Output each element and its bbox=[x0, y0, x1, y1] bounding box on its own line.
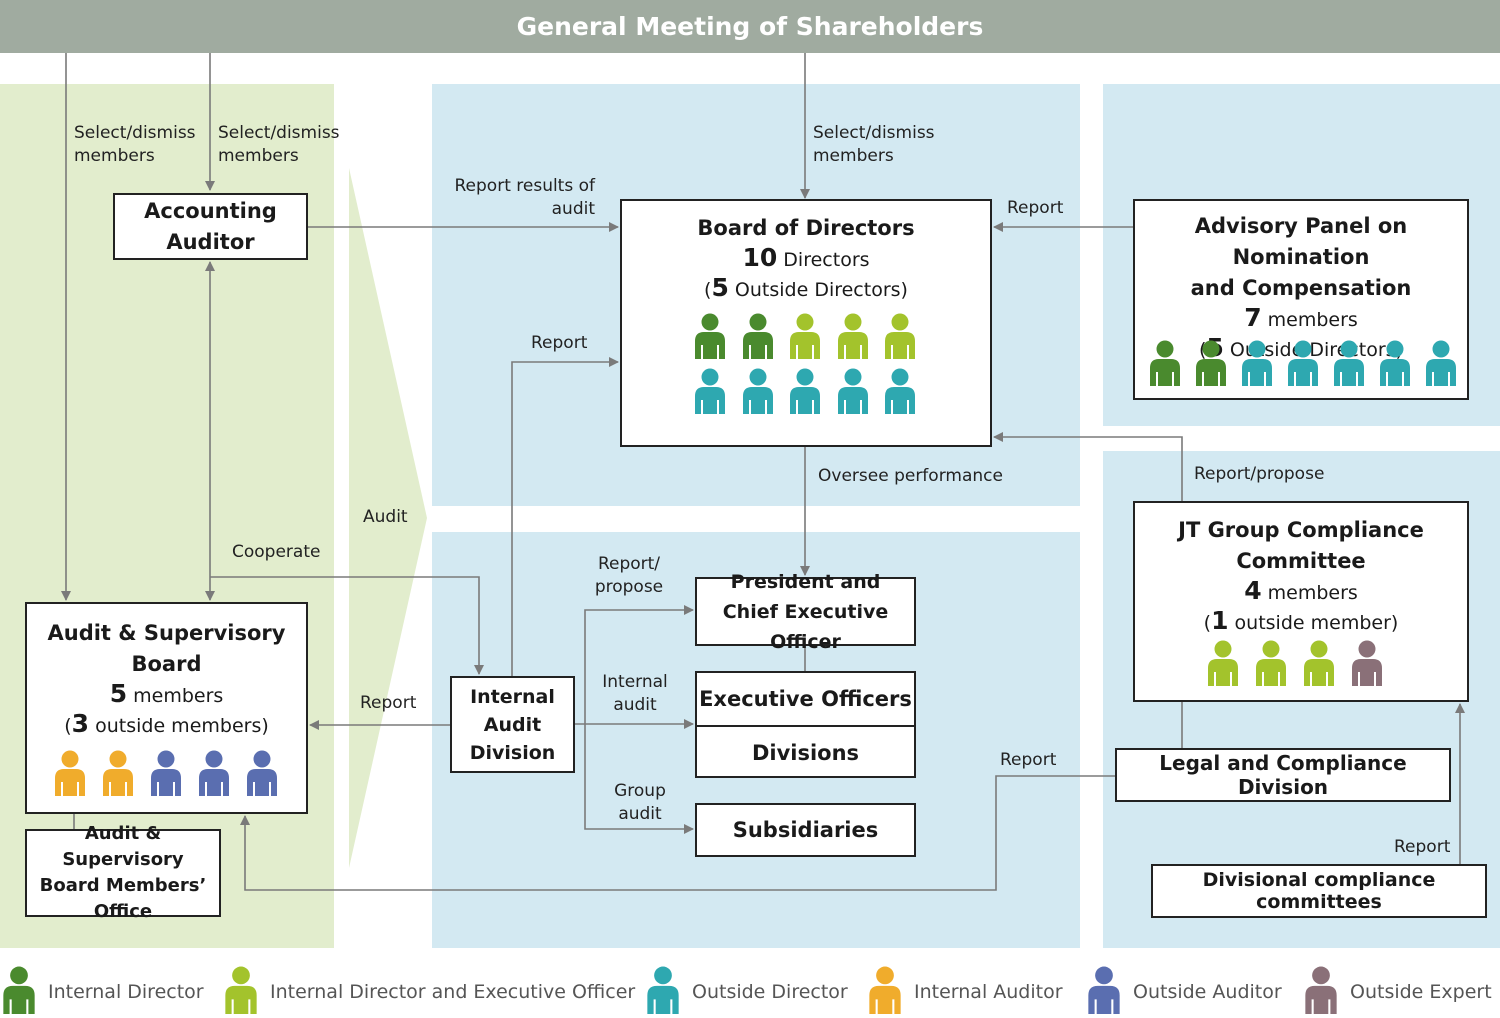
person-icon bbox=[1085, 966, 1123, 1018]
legend-label: Outside Auditor bbox=[1133, 981, 1282, 1003]
advisory-person-icon bbox=[1147, 340, 1183, 390]
legend-item: Internal Auditor bbox=[866, 966, 1063, 1018]
board-person-icon bbox=[835, 313, 871, 363]
president-ceo-box: President and Chief Executive Officer bbox=[695, 571, 916, 653]
compliance-outside: (1 outside member) bbox=[1203, 606, 1399, 635]
audit-board-person-icon bbox=[100, 750, 136, 800]
legal-report-line bbox=[240, 775, 1115, 891]
compliance-person-icon bbox=[1349, 640, 1385, 690]
cooperate-label: Cooperate bbox=[232, 542, 321, 562]
audit-board-office-box: Audit & Supervisory Board Members’ Offic… bbox=[25, 823, 221, 922]
legend-label: Outside Director bbox=[692, 981, 848, 1003]
accounting-auditor-box: Accounting Auditor bbox=[113, 193, 308, 260]
legend-label: Internal Auditor bbox=[914, 981, 1063, 1003]
board-outside: (5 Outside Directors) bbox=[704, 273, 908, 302]
compliance-report-label: Report/propose bbox=[1194, 464, 1325, 484]
audit-board-person-icon bbox=[148, 750, 184, 800]
executive-officers: Executive Officers bbox=[697, 673, 914, 727]
board-person-icon bbox=[835, 368, 871, 418]
advisory-person-icon bbox=[1331, 340, 1367, 390]
legend-item: Outside Auditor bbox=[1085, 966, 1282, 1018]
oversee-label: Oversee performance bbox=[818, 466, 1003, 486]
advisory-person-icon bbox=[1193, 340, 1229, 390]
advisory-report-label: Report bbox=[1007, 198, 1064, 218]
internal-audit-division-box: Internal Audit Division bbox=[450, 676, 575, 773]
audit-board-person-icon bbox=[244, 750, 280, 800]
general-meeting-banner: General Meeting of Shareholders bbox=[0, 0, 1500, 53]
subsidiaries-box: Subsidiaries bbox=[695, 803, 916, 857]
person-icon bbox=[1302, 966, 1340, 1018]
person-icon bbox=[222, 966, 260, 1018]
internal-report-label: Report bbox=[531, 333, 588, 353]
audit-board-outside: (3 outside members) bbox=[64, 709, 269, 738]
board-person-icon bbox=[787, 368, 823, 418]
advisory-person-icon bbox=[1423, 340, 1459, 390]
board-person-icon bbox=[740, 313, 776, 363]
cooperate-line bbox=[210, 576, 484, 675]
compliance-committee-box: JT Group Compliance Committee 4 members … bbox=[1133, 501, 1469, 702]
legend-item: Outside Director bbox=[644, 966, 848, 1018]
legal-compliance-division-box: Legal and Compliance Division bbox=[1115, 748, 1451, 802]
board-person-icon bbox=[787, 313, 823, 363]
compliance-person-icon bbox=[1205, 640, 1241, 690]
board-person-icon bbox=[692, 313, 728, 363]
person-icon bbox=[0, 966, 38, 1018]
legend-item: Outside Expert bbox=[1302, 966, 1492, 1018]
group-audit-line bbox=[584, 727, 694, 834]
board-person-icon bbox=[882, 368, 918, 418]
board-title: Board of Directors bbox=[697, 216, 915, 240]
compliance-person-icon bbox=[1253, 640, 1289, 690]
board-person-icon bbox=[740, 368, 776, 418]
report-propose-label: Report/propose bbox=[594, 554, 664, 597]
audit-board-person-icon bbox=[52, 750, 88, 800]
audit-board-person-icon bbox=[196, 750, 232, 800]
board-person-icon bbox=[882, 313, 918, 363]
advisory-person-icon bbox=[1377, 340, 1413, 390]
person-icon bbox=[644, 966, 682, 1018]
legend-label: Internal Director and Executive Officer bbox=[270, 981, 636, 1003]
board-person-icon bbox=[692, 368, 728, 418]
board-count: 10 Directors bbox=[742, 243, 870, 272]
audit-board-count: 5 members bbox=[109, 679, 224, 708]
legal-report-label: Report bbox=[1000, 750, 1057, 770]
legend-item: Internal Director and Executive Officer bbox=[222, 966, 635, 1018]
divisions: Divisions bbox=[751, 740, 860, 765]
compliance-count: 4 members bbox=[1244, 576, 1358, 605]
compliance-person-icon bbox=[1301, 640, 1337, 690]
person-icon bbox=[866, 966, 904, 1018]
divisional-compliance-box: Divisional compliance committees bbox=[1151, 864, 1487, 918]
advisory-person-icon bbox=[1239, 340, 1275, 390]
advisory-panel-box: Advisory Panel on Nomination and Compens… bbox=[1133, 199, 1469, 400]
advisory-count: 7 members bbox=[1244, 303, 1358, 332]
report-to-audit-board-label: Report bbox=[360, 693, 417, 713]
audit-label: Audit bbox=[363, 507, 408, 527]
legend-label: Internal Director bbox=[48, 981, 204, 1003]
legend-label: Outside Expert bbox=[1350, 981, 1492, 1003]
compliance-report-line bbox=[993, 432, 1183, 501]
advisory-person-icon bbox=[1285, 340, 1321, 390]
exec-divisions-box: Executive Officers Divisions bbox=[695, 671, 916, 778]
internal-report-line bbox=[511, 357, 619, 676]
divisional-report-label: Report bbox=[1394, 837, 1451, 857]
audit-arrow-zone bbox=[349, 168, 429, 868]
legend-item: Internal Director bbox=[0, 966, 204, 1018]
report-propose-line bbox=[584, 605, 694, 727]
